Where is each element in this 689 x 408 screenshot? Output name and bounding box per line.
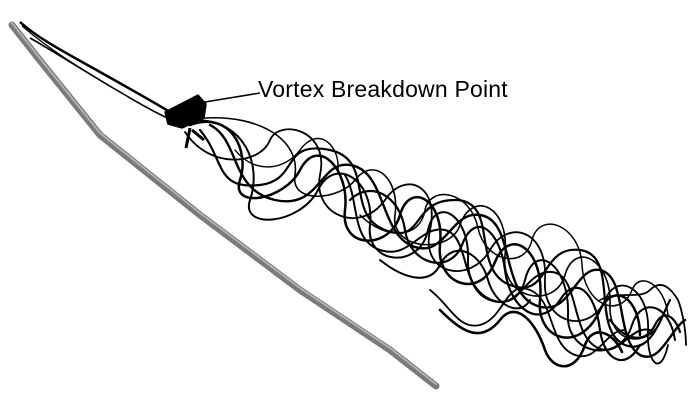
wing-leading-edge bbox=[8, 21, 440, 390]
callout-leader-line bbox=[204, 92, 261, 103]
streamline-10 bbox=[438, 308, 624, 368]
streamline-4 bbox=[184, 128, 669, 365]
vortex-core-upstream bbox=[19, 21, 171, 114]
breakdown-stem bbox=[184, 127, 205, 149]
streamline-3 bbox=[198, 128, 672, 348]
vortex-breakdown-label: Vortex Breakdown Point bbox=[258, 76, 508, 102]
streamline-13 bbox=[234, 137, 339, 171]
streamline-2 bbox=[194, 119, 676, 352]
vortex-core-upstream-3 bbox=[21, 25, 111, 87]
vortex-core-upstream-2 bbox=[29, 37, 173, 121]
streamline-12 bbox=[379, 249, 531, 310]
wing-leading-edge-highlight bbox=[11, 22, 437, 385]
streamline-8 bbox=[348, 189, 642, 362]
streamline-14 bbox=[599, 284, 687, 346]
streamline-11 bbox=[429, 287, 626, 358]
streamline-7 bbox=[344, 174, 651, 351]
streamline-15 bbox=[608, 314, 682, 339]
streamline-6 bbox=[204, 117, 663, 340]
helical-streamlines bbox=[184, 117, 687, 368]
streamline-5 bbox=[208, 123, 687, 358]
